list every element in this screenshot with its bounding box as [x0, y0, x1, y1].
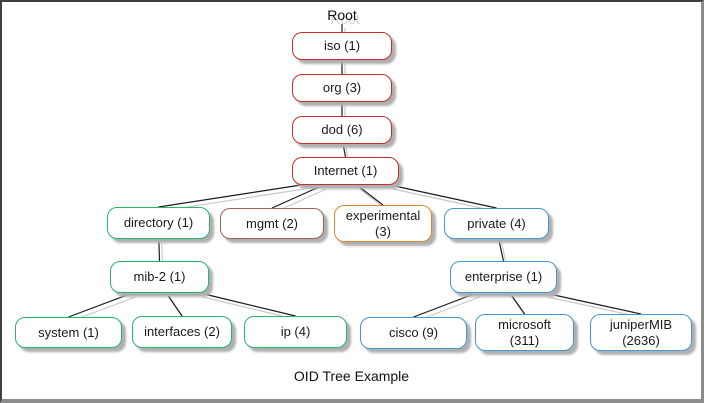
- node-label: org (3): [322, 80, 362, 95]
- edge-private-enterprise: [498, 238, 505, 262]
- edge-directory-mib2: [158, 238, 161, 262]
- node-enterprise: enterprise (1): [450, 261, 557, 293]
- node-label: mib-2 (1): [133, 269, 186, 284]
- node-internet: Internet (1): [292, 157, 399, 185]
- node-org: org (3): [292, 74, 392, 102]
- node-label: dod (6): [321, 122, 363, 137]
- node-label: enterprise (1): [464, 269, 543, 284]
- edge-internet-mgmt: [271, 184, 324, 209]
- node-experimental: experimental(3): [334, 205, 432, 242]
- edge-internet-private: [389, 184, 497, 209]
- node-label: Internet (1): [313, 163, 378, 178]
- diagram-canvas: Root iso (1) org (3) dod (6) Internet (1) di…: [2, 2, 701, 399]
- node-label: system (1): [38, 324, 99, 340]
- edge-mib2-system: [68, 292, 133, 318]
- node-directory: directory (1): [107, 207, 210, 239]
- edge-mib2-interfaces: [165, 292, 183, 317]
- edge-enterprise-junipermib: [544, 292, 642, 315]
- node-label: cisco (9): [388, 325, 439, 340]
- node-label: (3): [375, 223, 391, 239]
- node-label: private (4): [467, 215, 526, 231]
- node-junipermib: juniperMIB(2636): [590, 314, 692, 351]
- node-interfaces: interfaces (2): [132, 316, 232, 348]
- root-node-label: Root: [327, 7, 357, 23]
- node-system: system (1): [15, 317, 122, 348]
- node-mib2: mib-2 (1): [110, 261, 209, 293]
- node-iso: iso (1): [292, 32, 392, 60]
- node-label: experimental: [345, 207, 421, 223]
- node-label: mgmt (2): [246, 215, 298, 231]
- node-label: microsoft: [498, 316, 551, 332]
- edge-enterprise-cisco: [413, 292, 477, 318]
- edge-internet-directory: [158, 184, 302, 208]
- node-private: private (4): [444, 208, 549, 239]
- node-cisco: cisco (9): [360, 317, 467, 349]
- node-label: interfaces (2): [144, 324, 220, 339]
- edge-dod-internet: [342, 143, 347, 158]
- node-label: juniperMIB: [609, 316, 673, 332]
- node-ip: ip (4): [244, 316, 347, 348]
- edge-enterprise-microsoft: [509, 292, 525, 315]
- node-mgmt: mgmt (2): [220, 208, 324, 239]
- node-microsoft: microsoft(311): [475, 314, 574, 351]
- node-label: iso (1): [323, 38, 361, 53]
- node-label: directory (1): [123, 215, 194, 230]
- diagram-caption: OID Tree Example: [293, 368, 410, 384]
- node-label: (311): [509, 332, 540, 348]
- edge-internet-experimental: [356, 184, 384, 206]
- edge-mib2-ip: [199, 292, 296, 317]
- node-label: ip (4): [280, 324, 311, 339]
- node-label: (2636): [622, 332, 660, 348]
- node-dod: dod (6): [292, 116, 392, 144]
